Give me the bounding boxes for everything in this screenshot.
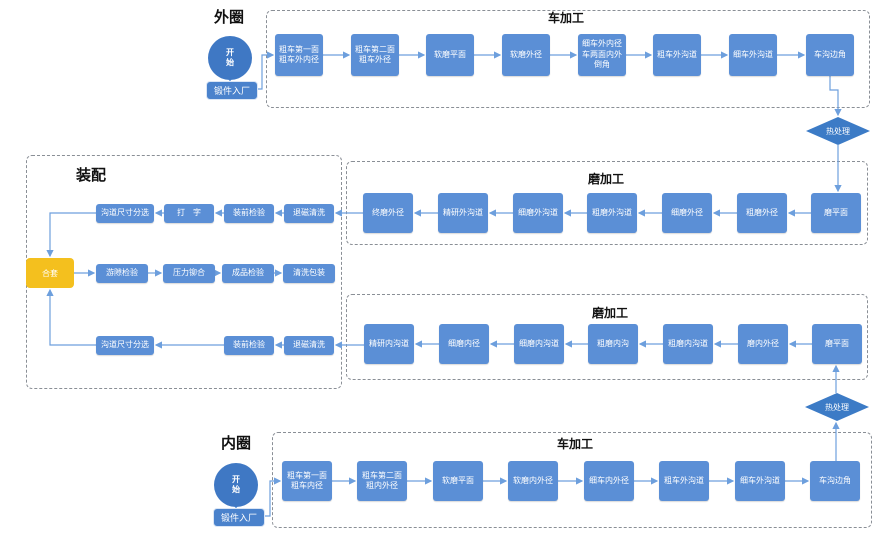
inner-grinding-step: 细磨内径 — [439, 324, 489, 364]
outer-ring-label: 外圈 — [214, 8, 245, 26]
outer-turning-step: 粗车第一面 粗车外内径 — [275, 34, 323, 76]
outer-grinding-title: 磨加工 — [588, 172, 625, 186]
outer-turning-step: 车沟边角 — [806, 34, 854, 76]
outer-turning-step: 软磨外径 — [502, 34, 550, 76]
forging-inner-node: 锻件入厂 — [213, 508, 265, 527]
forging-outer-node: 锻件入厂 — [206, 81, 258, 100]
assembly-mid-step: 游隙检验 — [96, 264, 148, 283]
outer-grinding-step: 粗磨外径 — [737, 193, 787, 233]
inner-grinding-step: 磨平面 — [812, 324, 862, 364]
inner-grinding-step: 细磨内沟道 — [514, 324, 564, 364]
outer-grinding-step: 细磨外径 — [662, 193, 712, 233]
heat-treatment-bottom-diamond — [805, 393, 869, 421]
outer-turning-title: 车加工 — [548, 11, 585, 25]
assembly-top-step: 沟道尺寸分选 — [96, 204, 154, 223]
heat-treatment-bottom-label: 热处理 — [825, 402, 849, 412]
combine-node: 合套 — [26, 258, 74, 288]
outer-grinding-step: 磨平面 — [811, 193, 861, 233]
heat-treatment-top-label: 热处理 — [826, 126, 850, 136]
inner-turning-title: 车加工 — [557, 437, 594, 451]
inner-turning-step: 细车外沟道 — [735, 461, 785, 501]
inner-grinding-step: 粗磨内沟 — [588, 324, 638, 364]
outer-grinding-step: 细磨外沟道 — [513, 193, 563, 233]
outer-turning-step: 粗车外沟道 — [653, 34, 701, 76]
assembly-bottom-step: 退磁清洗 — [284, 336, 334, 355]
inner-turning-step: 粗车第一面 粗车内径 — [282, 461, 332, 501]
assembly-top-step: 装前检验 — [224, 204, 274, 223]
outer-turning-step: 粗车第二面 粗车外径 — [351, 34, 399, 76]
outer-grinding-step: 精研外沟道 — [438, 193, 488, 233]
assembly-mid-step: 成品检验 — [222, 264, 274, 283]
start-outer-node: 开 始 — [208, 36, 252, 80]
inner-turning-step: 粗车外沟道 — [659, 461, 709, 501]
inner-turning-step: 车沟边角 — [810, 461, 860, 501]
assembly-bottom-step: 装前检验 — [224, 336, 274, 355]
inner-grinding-step: 精研内沟道 — [364, 324, 414, 364]
assembly-bottom-step: 沟道尺寸分选 — [96, 336, 154, 355]
assembly-label: 装配 — [76, 166, 107, 184]
outer-turning-step: 细车外沟道 — [729, 34, 777, 76]
inner-ring-label: 内圈 — [221, 434, 252, 452]
outer-turning-step: 细车外内径 车两面内外 倒角 — [578, 34, 626, 76]
outer-turning-step: 软磨平面 — [426, 34, 474, 76]
inner-turning-step: 粗车第二面 粗内外径 — [357, 461, 407, 501]
inner-turning-step: 细车内外径 — [584, 461, 634, 501]
inner-turning-step: 软磨内外径 — [508, 461, 558, 501]
assembly-top-step: 打 字 — [164, 204, 214, 223]
heat-treatment-top-diamond — [806, 117, 870, 145]
assembly-mid-step: 压力铆合 — [163, 264, 215, 283]
outer-grinding-step: 终磨外径 — [363, 193, 413, 233]
assembly-mid-step: 清洗包装 — [283, 264, 335, 283]
inner-grinding-step: 粗磨内沟道 — [663, 324, 713, 364]
assembly-top-step: 退磁清洗 — [284, 204, 334, 223]
start-inner-node: 开 始 — [214, 463, 258, 507]
inner-grinding-step: 磨内外径 — [738, 324, 788, 364]
outer-grinding-step: 粗磨外沟道 — [587, 193, 637, 233]
inner-turning-step: 软磨平面 — [433, 461, 483, 501]
inner-grinding-title: 磨加工 — [592, 306, 629, 320]
